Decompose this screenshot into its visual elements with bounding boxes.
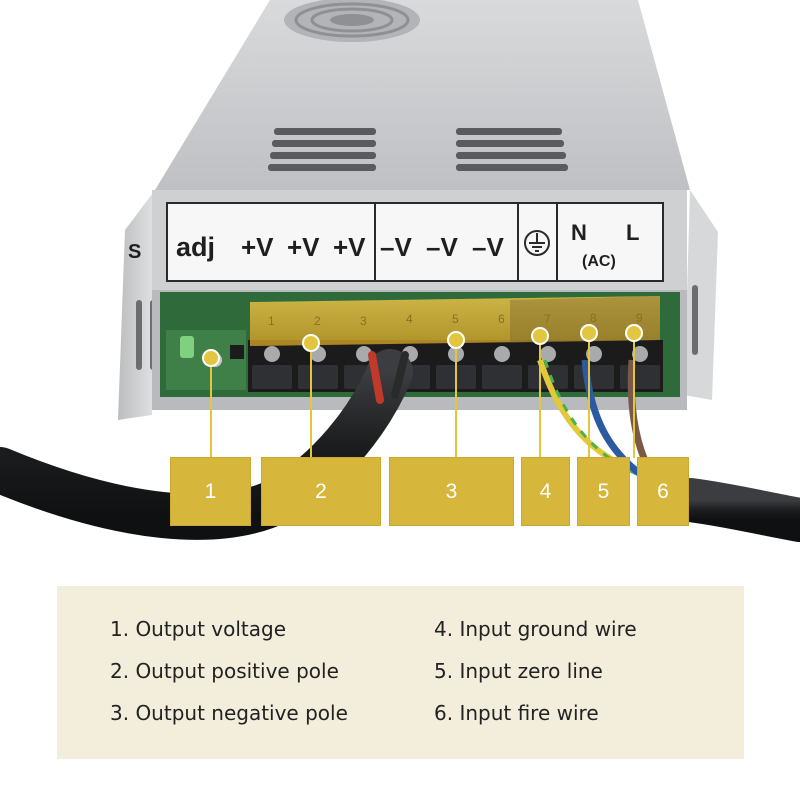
callout-1: 1 xyxy=(170,457,251,526)
label-neg-3: –V xyxy=(472,232,504,262)
callout-5: 5 xyxy=(577,457,630,526)
vent-slots-right xyxy=(456,128,568,171)
label-n: N xyxy=(571,220,587,245)
label-adj: adj xyxy=(176,232,215,262)
legend-item-4: 4. Input ground wire xyxy=(434,617,637,641)
terminal-number-4: 4 xyxy=(406,312,413,326)
label-neg-2: –V xyxy=(426,232,458,262)
legend-item-1: 1. Output voltage xyxy=(110,617,286,641)
terminal-number-5: 5 xyxy=(452,312,459,326)
vent-slots-left xyxy=(268,128,376,171)
legend-item-3: 3. Output negative pole xyxy=(110,701,348,725)
terminal-number-7: 7 xyxy=(544,312,551,326)
ground-symbol-icon xyxy=(524,230,550,256)
label-l: L xyxy=(626,220,639,245)
label-pos-1: +V xyxy=(241,232,274,262)
callout-leaders xyxy=(210,333,635,458)
terminal-number-8: 8 xyxy=(590,311,597,325)
label-ac: (AC) xyxy=(582,253,616,270)
callout-3: 3 xyxy=(389,457,514,526)
label-neg-1: –V xyxy=(380,232,412,262)
legend-item-5: 5. Input zero line xyxy=(434,659,603,683)
label-pos-3: +V xyxy=(333,232,366,262)
casing-top xyxy=(155,0,690,190)
fan-grille xyxy=(284,0,420,42)
terminal-number-6: 6 xyxy=(498,312,505,326)
legend-item-6: 6. Input fire wire xyxy=(434,701,599,725)
terminal-number-2: 2 xyxy=(314,314,321,328)
legend-panel: 1. Output voltage 2. Output positive pol… xyxy=(57,586,744,759)
callout-6: 6 xyxy=(637,457,689,526)
callout-2: 2 xyxy=(261,457,381,526)
label-pos-2: +V xyxy=(287,232,320,262)
terminal-number-9: 9 xyxy=(636,311,643,325)
callout-dots xyxy=(202,324,643,367)
edge-letter: S xyxy=(128,241,141,263)
terminal-number-3: 3 xyxy=(360,314,367,328)
terminal-number-1: 1 xyxy=(268,314,275,328)
terminal-numbers: 1 2 3 4 5 6 7 8 9 xyxy=(268,311,643,328)
callout-4: 4 xyxy=(521,457,570,526)
legend-item-2: 2. Output positive pole xyxy=(110,659,339,683)
